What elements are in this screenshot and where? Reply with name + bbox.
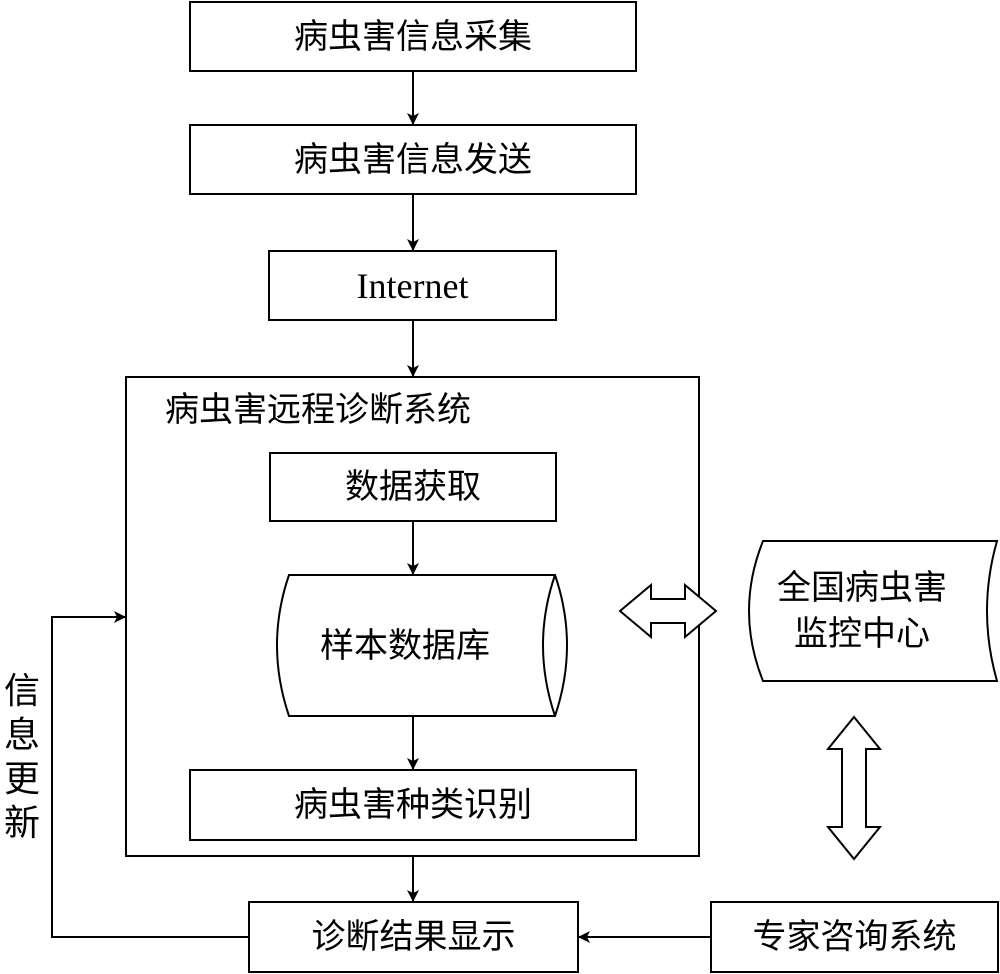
collect-box [189,1,637,72]
double-arrow-horizontal [618,582,718,640]
send-label: 病虫害信息发送 [294,139,532,180]
collect-label: 病虫害信息采集 [294,16,532,57]
monitor-label: 全国病虫害监控中心 [777,568,947,654]
identify-label: 病虫害种类识别 [294,785,532,825]
feedback-label: 信息更新 [3,671,40,844]
internet-label: Internet [356,265,469,306]
identify-box [189,769,637,841]
system-title: 病虫害远程诊断系统 [165,390,471,430]
arrow-feedback-loop [51,611,249,938]
internet-box [268,250,557,321]
double-arrow-vertical [825,715,883,861]
expert-box [710,901,999,973]
monitor-shape [748,540,999,682]
expert-label: 专家咨询系统 [752,917,957,957]
acquire-label: 数据获取 [345,467,481,507]
send-box [189,124,637,195]
database-label: 样本数据库 [320,625,490,666]
result-label: 诊断结果显示 [311,917,516,957]
database-shape-arc [542,574,556,717]
result-box [248,901,579,973]
